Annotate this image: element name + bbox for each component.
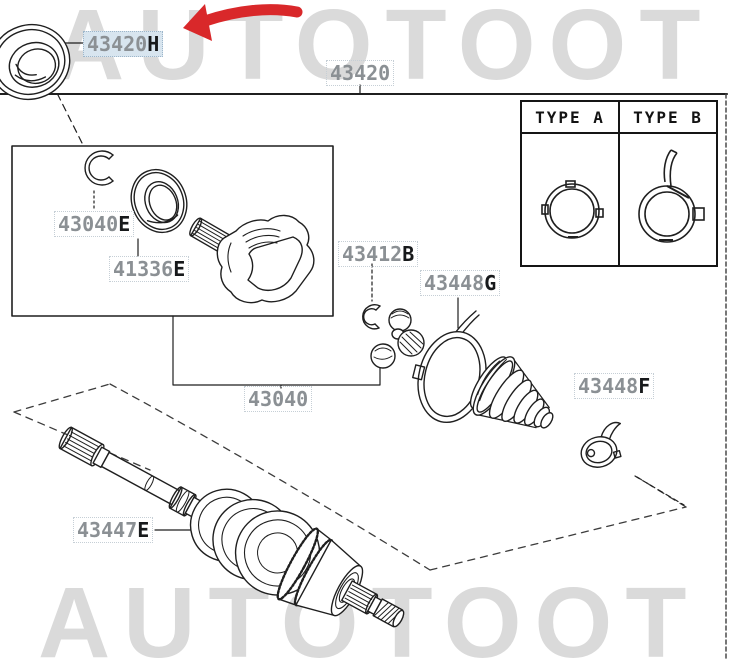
part-suffix: G (484, 271, 497, 295)
part-label-43040e[interactable]: 43040E (54, 211, 135, 237)
type-b-cell (620, 134, 716, 265)
part-number: 43420 (87, 32, 148, 56)
outer-boot-drawing (469, 356, 554, 429)
type-b-header: TYPE B (633, 107, 703, 127)
part-label-41336e[interactable]: 41336E (109, 256, 190, 282)
part-number: 43040 (58, 212, 119, 236)
oil-seal-drawing (130, 168, 188, 234)
axle-shaft-drawing (58, 426, 405, 628)
type-a-header: TYPE A (522, 102, 620, 132)
part-label-43412b[interactable]: 43412B (338, 241, 419, 267)
part-label-43447e[interactable]: 43447E (73, 517, 154, 543)
red-arrow-annotation (183, 4, 303, 41)
seal-ring-drawing (0, 24, 71, 100)
type-a-clamp-icon (541, 179, 604, 239)
part-label-43448g[interactable]: 43448G (420, 270, 501, 296)
part-suffix: E (118, 212, 131, 236)
part-number: 43420 (330, 61, 391, 85)
watermark-bottom: AUTOTOOT (38, 567, 700, 661)
type-b-clamp-icon (638, 148, 705, 243)
part-label-43448f[interactable]: 43448F (574, 373, 655, 399)
spider-assembly-drawing (362, 304, 425, 369)
part-label-43420h[interactable]: 43420H (83, 31, 164, 57)
part-number: 43040 (248, 387, 309, 411)
part-suffix: E (137, 518, 150, 542)
part-label-43420[interactable]: 43420 (326, 60, 395, 86)
page-border (0, 93, 728, 661)
part-suffix: F (638, 374, 651, 398)
part-suffix: H (147, 32, 160, 56)
part-number: 43448 (424, 271, 485, 295)
clamp-type-table: TYPE A TYPE B (520, 100, 718, 267)
type-a-cell (522, 134, 620, 265)
inner-cv-joint-drawing (189, 214, 315, 304)
part-number: 43448 (578, 374, 639, 398)
small-boot-clamp-drawing (580, 421, 622, 468)
clamp-type-table-body (522, 134, 716, 265)
inner-snap-ring-drawing (84, 150, 114, 186)
part-label-43040[interactable]: 43040 (244, 386, 313, 412)
part-number: 41336 (113, 257, 174, 281)
part-number: 43412 (342, 242, 403, 266)
clamp-type-table-header: TYPE A TYPE B (522, 102, 716, 134)
part-suffix: E (173, 257, 186, 281)
part-number: 43447 (77, 518, 138, 542)
part-suffix: B (402, 242, 415, 266)
